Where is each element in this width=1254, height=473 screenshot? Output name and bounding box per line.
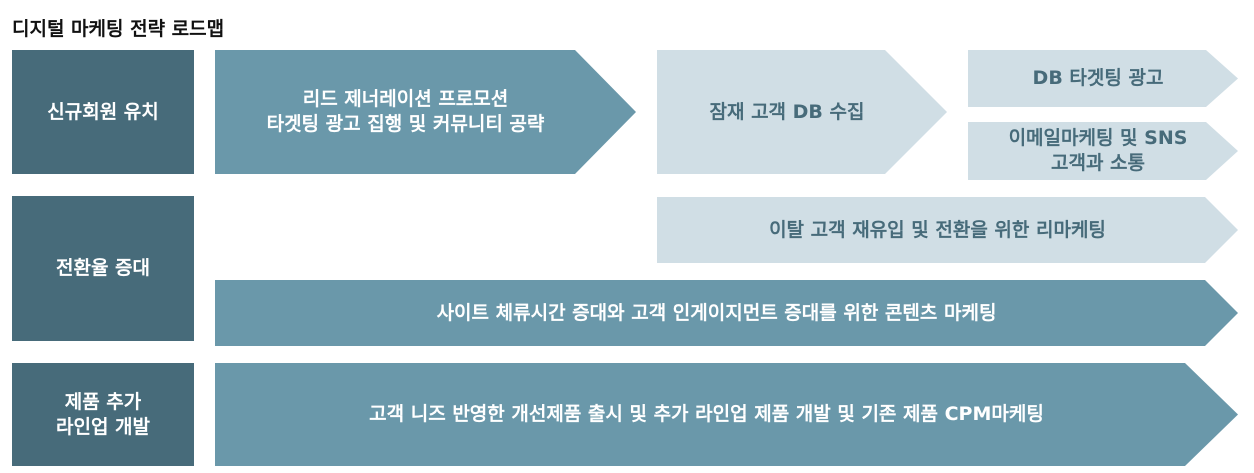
step-text: 고객 니즈 반영한 개선제품 출시 및 추가 라인업 제품 개발 및 기존 제품…	[369, 403, 1044, 426]
step-line: 이메일마케팅 및 SNS	[1008, 127, 1188, 150]
step-line: 고객과 소통	[1050, 152, 1145, 174]
step-line: 타겟팅 광고 집행 및 커뮤니티 공략	[266, 113, 545, 135]
step-db-collection: 잠재 고객 DB 수집	[657, 50, 947, 174]
step-lead-generation: 리드 제너레이션 프로모션 타겟팅 광고 집행 및 커뮤니티 공략	[215, 50, 636, 174]
row-label-new-members: 신규회원 유치	[12, 50, 194, 174]
step-text: 사이트 체류시간 증대와 고객 인게이지먼트 증대를 위한 콘텐츠 마케팅	[436, 301, 997, 324]
label-text: 전환율 증대	[55, 257, 150, 280]
step-text: DB 타겟팅 광고	[1032, 67, 1164, 90]
step-text: 리드 제너레이션 프로모션 타겟팅 광고 집행 및 커뮤니티 공략	[267, 87, 585, 136]
step-db-targeting-ads: DB 타겟팅 광고	[968, 50, 1238, 107]
row-label-conversion: 전환율 증대	[12, 196, 194, 341]
label-line: 제품 추가	[64, 390, 142, 413]
step-email-sns: 이메일마케팅 및 SNS 고객과 소통	[968, 122, 1238, 180]
step-text: 이탈 고객 재유입 및 전환을 위한 리마케팅	[769, 218, 1106, 241]
step-remarketing: 이탈 고객 재유입 및 전환을 위한 리마케팅	[657, 197, 1238, 263]
label-text: 제품 추가 라인업 개발	[56, 390, 150, 439]
step-text: 잠재 고객 DB 수집	[709, 100, 865, 123]
label-line: 라인업 개발	[55, 415, 150, 438]
page-title: 디지털 마케팅 전략 로드맵	[12, 18, 225, 40]
step-text: 이메일마케팅 및 SNS 고객과 소통	[1009, 126, 1198, 175]
label-text: 신규회원 유치	[47, 100, 159, 123]
step-content-marketing: 사이트 체류시간 증대와 고객 인게이지먼트 증대를 위한 콘텐츠 마케팅	[215, 280, 1238, 346]
step-line: 리드 제너레이션 프로모션	[302, 88, 509, 111]
row-label-product-lineup: 제품 추가 라인업 개발	[12, 363, 194, 466]
step-product-development: 고객 니즈 반영한 개선제품 출시 및 추가 라인업 제품 개발 및 기존 제품…	[215, 363, 1238, 466]
